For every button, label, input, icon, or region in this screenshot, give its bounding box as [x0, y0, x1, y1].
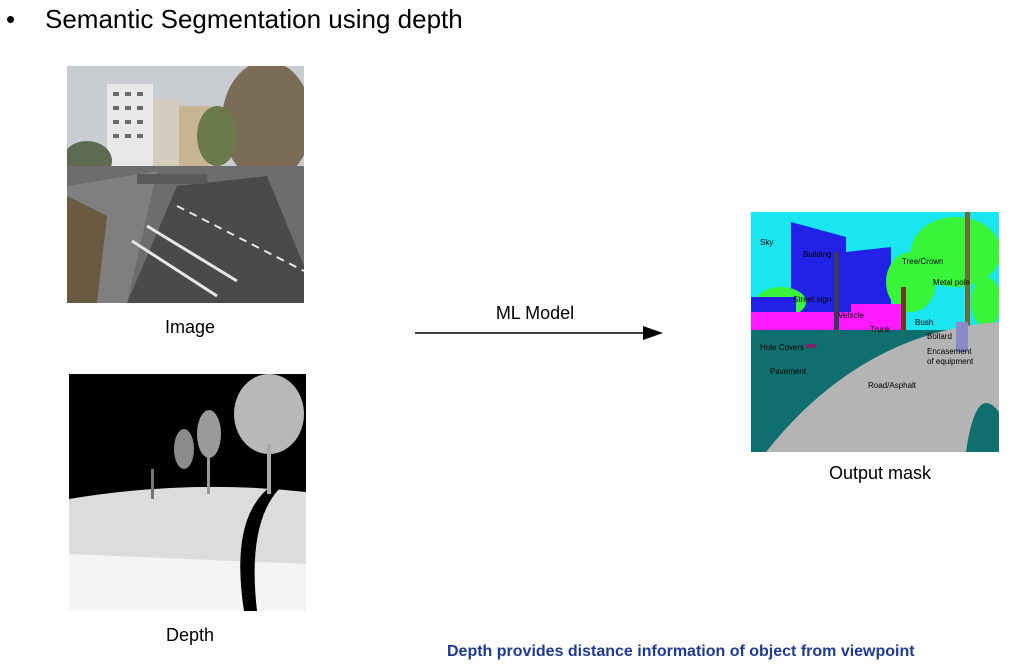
white-building [107, 84, 153, 166]
autumn-tree [222, 66, 304, 181]
depth-caption: Depth [165, 625, 215, 645]
mask-vehicle [751, 312, 851, 332]
label-vehicle: Vehicle [838, 311, 864, 320]
label-metal-pole: Metal pole [933, 278, 970, 287]
label-hole-covers: Hole Covers [760, 343, 805, 352]
cars [137, 174, 207, 184]
depth-curb-line [240, 484, 279, 611]
label-pavement: Pavement [770, 367, 807, 376]
road [127, 176, 304, 303]
label-tree-crown: Tree/Crown [902, 257, 944, 266]
tree-2 [197, 106, 237, 166]
mask-bollard [956, 322, 968, 352]
label-encasement-1: Encasement [927, 347, 972, 356]
mask-hole-cover [805, 344, 817, 348]
label-road: Road/Asphalt [868, 381, 917, 390]
label-bush: Bush [915, 318, 934, 327]
arrow-head-icon [643, 326, 663, 340]
ml-model-arrow [415, 326, 663, 340]
label-bollard: Bollard [927, 332, 952, 341]
building-2 [153, 100, 179, 166]
label-encasement-2: of equipment [927, 357, 974, 366]
leaves [67, 196, 107, 303]
depth-image [69, 374, 306, 611]
mask-road [766, 322, 999, 452]
label-trunk: Trunk [870, 325, 891, 334]
slide-title: Semantic Segmentation using depth [45, 4, 463, 34]
bullet-point: • [6, 4, 16, 34]
output-caption: Output mask [828, 463, 932, 483]
output-mask [751, 212, 999, 452]
mask-metal-pole [965, 212, 970, 342]
image-caption: Image [164, 317, 216, 337]
mask-trunk [901, 287, 906, 332]
label-street-sign: Street sign [793, 295, 832, 304]
depth-note: Depth provides distance information of o… [447, 643, 915, 660]
depth-tree-2 [197, 410, 221, 458]
label-building: Building [803, 250, 832, 259]
arrow-label: ML Model [495, 303, 575, 323]
mask-street-sign [834, 252, 839, 362]
mask-building [791, 222, 891, 322]
input-street-image [67, 66, 304, 303]
depth-tree-3 [174, 429, 194, 469]
label-sky: Sky [760, 238, 774, 247]
depth-tree-1 [234, 374, 304, 454]
